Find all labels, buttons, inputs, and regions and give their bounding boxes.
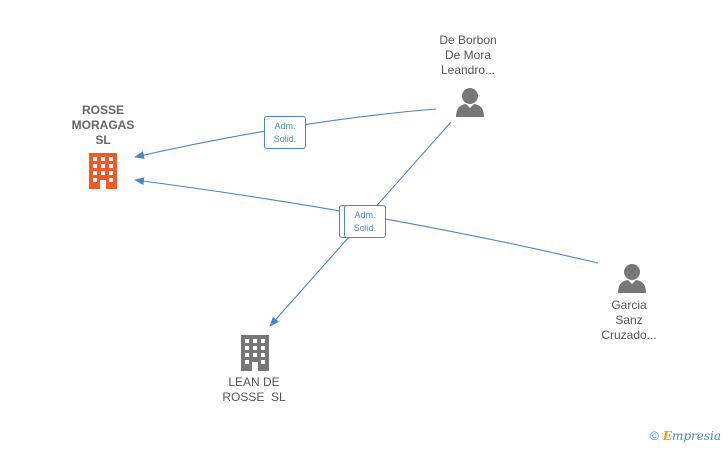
building-icon[interactable] bbox=[87, 153, 119, 189]
node-label-lean-de-rosse[interactable]: LEAN DE ROSSE SL bbox=[222, 375, 286, 404]
building-icon[interactable] bbox=[239, 335, 271, 371]
relation-badge-stack[interactable]: Adm. Solid. bbox=[339, 205, 387, 243]
node-label-garcia-sanz[interactable]: Garcia Sanz Cruzado... bbox=[601, 298, 657, 342]
node-label-rosse-moragas[interactable]: ROSSE MORAGAS SL bbox=[71, 103, 135, 147]
relation-badge-adm-solid[interactable]: Adm. Solid. bbox=[264, 116, 306, 149]
person-icon[interactable] bbox=[616, 263, 648, 293]
node-label-de-borbon[interactable]: De Borbon De Mora Leandro... bbox=[439, 33, 497, 77]
person-icon[interactable] bbox=[454, 87, 486, 117]
relation-badge-adm-solid[interactable]: Adm. Solid. bbox=[344, 205, 386, 238]
empresia-watermark: ©Empresia bbox=[650, 429, 722, 443]
